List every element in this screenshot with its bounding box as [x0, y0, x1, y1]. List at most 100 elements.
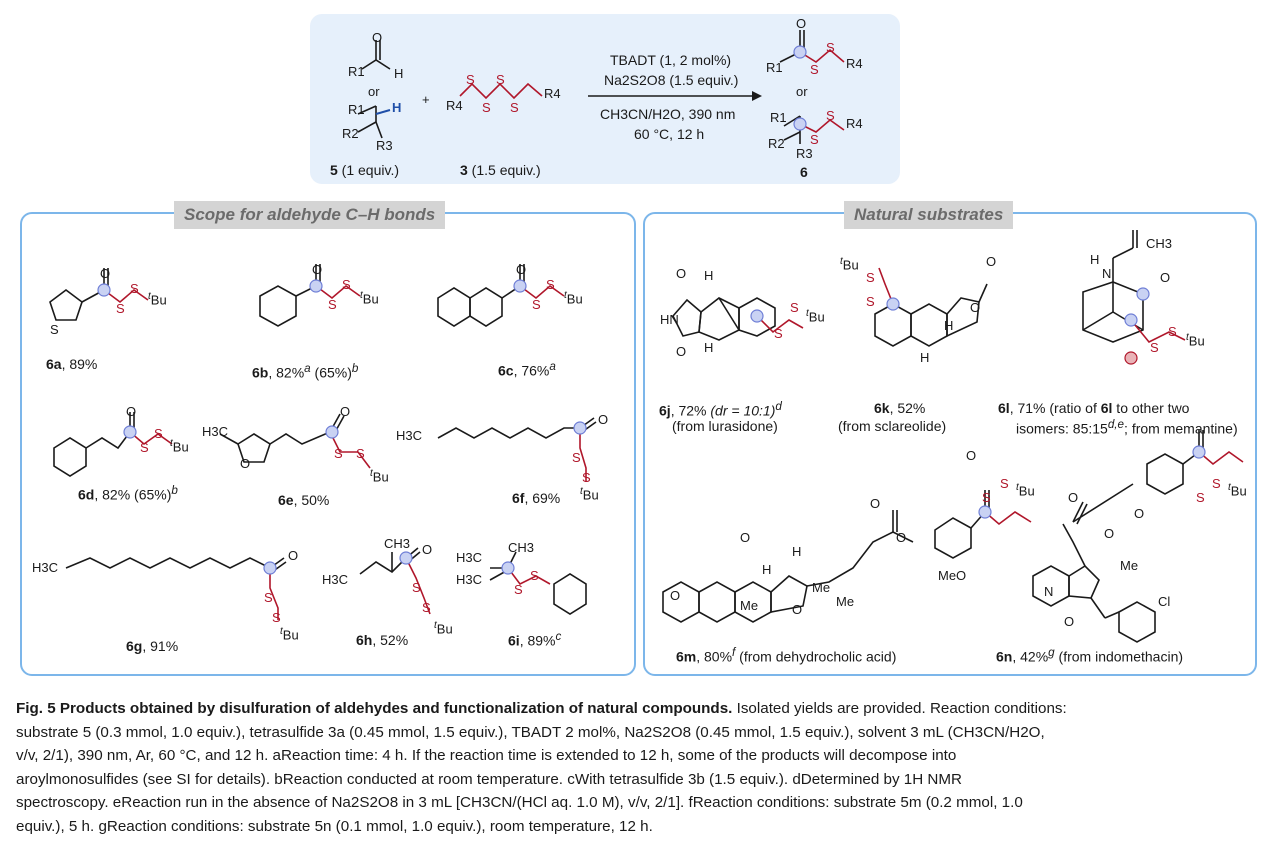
6a-oxygen: O — [100, 266, 111, 281]
6k-h1: H — [944, 318, 954, 333]
6g-s2: S — [272, 610, 281, 625]
prod-r2: R2 — [768, 136, 785, 151]
label-6a: 6a, 89% — [46, 356, 98, 372]
prod-r1-b: R1 — [770, 110, 787, 125]
6f-oxygen: O — [598, 412, 609, 427]
6k-h2: H — [920, 350, 930, 365]
label-6g: 6g, 91% — [126, 638, 179, 654]
ch-hydrogen: H — [392, 100, 402, 115]
6k-tbu: tBu — [840, 256, 859, 273]
6b-s1: S — [328, 297, 337, 312]
6m-oxygen-4: O — [870, 496, 881, 511]
condition-temp: 60 °C, 12 h — [634, 126, 705, 142]
6j-nh: HN — [660, 312, 679, 327]
6l-s2: S — [1168, 324, 1177, 339]
6n-oxygen-2: O — [1104, 526, 1115, 541]
6n-s1: S — [1196, 490, 1205, 505]
label-6b: 6b, 82%a (65%)b — [252, 362, 359, 381]
r4-right: R4 — [544, 86, 561, 101]
6m-s1: S — [982, 490, 991, 505]
condition-reagent2: Na2S2O8 (1.5 equiv.) — [604, 72, 739, 88]
prod-s3: S — [810, 132, 819, 147]
6n-tbu: tBu — [1228, 482, 1247, 499]
r3-label: R3 — [376, 138, 393, 153]
6i-h3c-1: H3C — [456, 550, 483, 565]
6i-h3c-2: H3C — [456, 572, 483, 587]
source-6k: (from sclareolide) — [838, 418, 947, 434]
caption-line-6: equiv.), 5 h. gReaction conditions: subs… — [16, 817, 653, 835]
oxygen-atom: O — [372, 30, 383, 45]
6h-ch3: CH3 — [384, 536, 411, 551]
6e-s1: S — [334, 446, 343, 461]
6k-s1: S — [866, 270, 875, 285]
6l-ch3: CH3 — [1146, 236, 1173, 251]
label-6j: 6j, 72% (dr = 10:1)d — [659, 400, 782, 419]
s-atom-3: S — [496, 72, 505, 87]
6n-n: N — [1044, 584, 1054, 599]
label-6e: 6e, 50% — [278, 492, 330, 508]
6l-tbu: tBu — [1186, 332, 1205, 349]
6n-s2: S — [1212, 476, 1221, 491]
aldehyde-scope-title: Scope for aldehyde C–H bonds — [174, 201, 446, 229]
6c-oxygen: O — [516, 262, 527, 277]
6m-oxygen-1: O — [670, 588, 681, 603]
scheme-structures — [357, 30, 845, 144]
label-6d: 6d, 82% (65%)b — [78, 484, 178, 503]
6l-s1: S — [1150, 340, 1159, 355]
6g-s1: S — [264, 590, 273, 605]
6b-oxygen: O — [312, 262, 323, 277]
6g-h3c: H3C — [32, 560, 59, 575]
or-right: or — [796, 84, 808, 99]
source-6l: isomers: 85:15d,e; from memantine) — [1016, 418, 1238, 437]
caption-line-2: substrate 5 (0.3 mmol, 1.0 equiv.), tetr… — [16, 723, 1045, 741]
label-6f: 6f, 69% — [512, 490, 561, 506]
6f-s2: S — [582, 470, 591, 485]
6f-h3c: H3C — [396, 428, 423, 443]
natural-structures — [662, 230, 1244, 643]
r4-left: R4 — [446, 98, 463, 113]
label-6c: 6c, 76%a — [498, 360, 556, 379]
6d-s2: S — [154, 426, 163, 441]
6m-tbu: tBu — [1016, 482, 1035, 499]
caption-line-3: v/v, 2/1), 390 nm, Ar, 60 °C, and 12 h. … — [16, 747, 957, 764]
6m-h1: H — [762, 562, 772, 577]
6k-oxygen-2: O — [970, 300, 981, 315]
6c-s2: S — [546, 277, 555, 292]
6h-s1: S — [412, 580, 421, 595]
caption-line-1: Fig. 5 Products obtained by disulfuratio… — [16, 700, 1067, 717]
6j-s2: S — [790, 300, 799, 315]
or-left: or — [368, 84, 380, 99]
6j-h2: H — [704, 340, 714, 355]
r1-label-b: R1 — [348, 102, 365, 117]
prod-oxygen: O — [796, 16, 807, 31]
6m-oxygen-6: O — [966, 448, 977, 463]
6c-s1: S — [532, 297, 541, 312]
6j-oxygen-2: O — [676, 344, 687, 359]
6l-oxygen: O — [1160, 270, 1171, 285]
6a-ring-s: S — [50, 322, 59, 337]
6j-h1: H — [704, 268, 714, 283]
prod-r4-b: R4 — [846, 116, 863, 131]
6j-s1: S — [774, 326, 783, 341]
6e-h3c: H3C — [202, 424, 229, 439]
prod-r1: R1 — [766, 60, 783, 75]
aldehyde-structures — [49, 264, 597, 620]
caption-line-4: aroylmonosulfides (see SI for details). … — [16, 770, 962, 788]
6n-cl: Cl — [1158, 594, 1171, 609]
6n-oxygen-1: O — [1068, 490, 1079, 505]
6d-tbu: tBu — [170, 438, 189, 455]
6d-s1: S — [140, 440, 149, 455]
6h-h3c: H3C — [322, 572, 349, 587]
prod-s4: S — [826, 108, 835, 123]
6m-oxygen-3: O — [792, 602, 803, 617]
prod-s1: S — [810, 62, 819, 77]
6m-s2: S — [1000, 476, 1009, 491]
6e-oxygen: O — [340, 404, 351, 419]
label-6k: 6k, 52% — [874, 400, 926, 416]
6j-tbu: tBu — [806, 308, 825, 325]
condition-solvent: CH3CN/H2O, 390 nm — [600, 106, 736, 122]
6i-s2: S — [530, 568, 539, 583]
6a-s2: S — [130, 281, 139, 296]
6f-s1: S — [572, 450, 581, 465]
source-6j: (from lurasidone) — [672, 418, 778, 434]
